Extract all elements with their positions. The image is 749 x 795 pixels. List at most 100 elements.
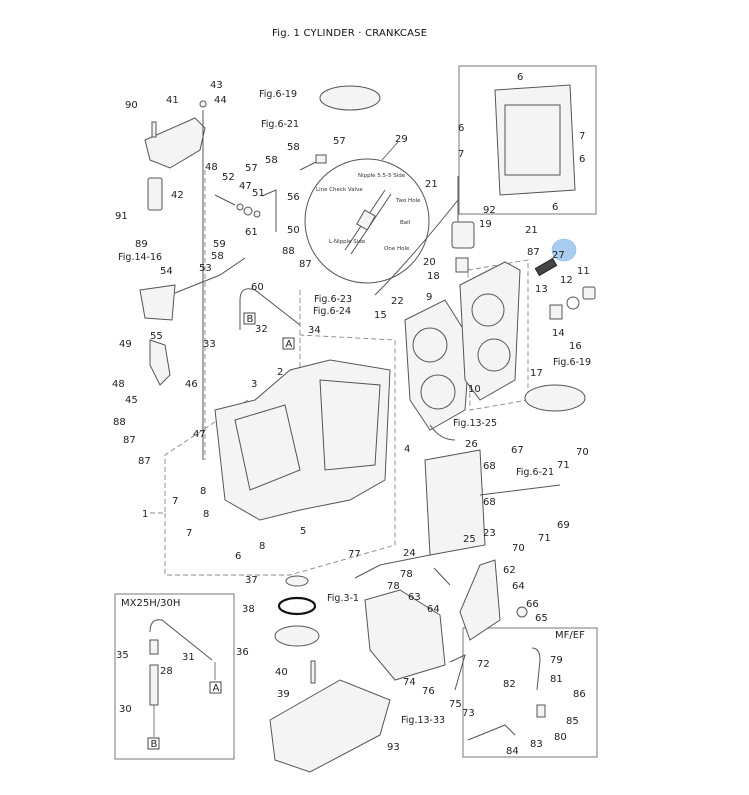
callout-part-46[interactable]: 46 [185, 379, 198, 390]
callout-part-38[interactable]: 38 [242, 604, 255, 615]
callout-part-89[interactable]: 89 [135, 239, 148, 250]
callout-part-40[interactable]: 40 [275, 667, 288, 678]
callout-part-53[interactable]: 53 [199, 263, 212, 274]
callout-part-29[interactable]: 29 [395, 134, 408, 145]
callout-part-79[interactable]: 79 [550, 655, 563, 666]
callout-part-22[interactable]: 22 [391, 296, 404, 307]
callout-part-80[interactable]: 80 [554, 732, 567, 743]
callout-part-88[interactable]: 88 [282, 246, 295, 257]
callout-part-84[interactable]: 84 [506, 746, 519, 757]
callout-part-68[interactable]: 68 [483, 497, 496, 508]
callout-part-8[interactable]: 8 [203, 509, 209, 520]
callout-part-17[interactable]: 17 [530, 368, 543, 379]
callout-part-86[interactable]: 86 [573, 689, 586, 700]
callout-part-78[interactable]: 78 [387, 581, 400, 592]
callout-part-73[interactable]: 73 [462, 708, 475, 719]
callout-part-6[interactable]: 6 [458, 123, 464, 134]
callout-part-4[interactable]: 4 [404, 444, 410, 455]
callout-part-78[interactable]: 78 [400, 569, 413, 580]
ref-fig6-19-right[interactable]: Fig.6-19 [553, 357, 591, 368]
callout-part-59[interactable]: 59 [213, 239, 226, 250]
callout-part-68[interactable]: 68 [483, 461, 496, 472]
ref-fig6-24[interactable]: Fig.6-24 [313, 306, 351, 317]
callout-part-6[interactable]: 6 [579, 154, 585, 165]
callout-part-18[interactable]: 18 [427, 271, 440, 282]
callout-part-91[interactable]: 91 [115, 211, 128, 222]
callout-part-23[interactable]: 23 [483, 528, 496, 539]
callout-part-48[interactable]: 48 [112, 379, 125, 390]
callout-part-32[interactable]: 32 [255, 324, 268, 335]
callout-part-49[interactable]: 49 [119, 339, 132, 350]
callout-part-25[interactable]: 25 [463, 534, 476, 545]
callout-part-41[interactable]: 41 [166, 95, 179, 106]
callout-part-7[interactable]: 7 [186, 528, 192, 539]
callout-part-58[interactable]: 58 [211, 251, 224, 262]
callout-part-21[interactable]: 21 [525, 225, 538, 236]
callout-part-65[interactable]: 65 [535, 613, 548, 624]
callout-part-2[interactable]: 2 [277, 367, 283, 378]
callout-part-12[interactable]: 12 [560, 275, 573, 286]
callout-part-39[interactable]: 39 [277, 689, 290, 700]
callout-part-57[interactable]: 57 [245, 163, 258, 174]
ref-fig14-16[interactable]: Fig.14-16 [118, 252, 162, 263]
callout-part-50[interactable]: 50 [287, 225, 300, 236]
callout-part-87[interactable]: 87 [527, 247, 540, 258]
callout-part-77[interactable]: 77 [348, 549, 361, 560]
callout-part-5[interactable]: 5 [300, 526, 306, 537]
callout-part-71[interactable]: 71 [538, 533, 551, 544]
callout-part-31[interactable]: 31 [182, 652, 195, 663]
callout-part-26[interactable]: 26 [465, 439, 478, 450]
callout-part-62[interactable]: 62 [503, 565, 516, 576]
callout-part-33[interactable]: 33 [203, 339, 216, 350]
callout-part-54[interactable]: 54 [160, 266, 173, 277]
callout-part-64[interactable]: 64 [512, 581, 525, 592]
callout-part-9[interactable]: 9 [426, 292, 432, 303]
callout-part-75[interactable]: 75 [449, 699, 462, 710]
ref-fig13-33[interactable]: Fig.13-33 [401, 715, 445, 726]
callout-part-14[interactable]: 14 [552, 328, 565, 339]
callout-part-21[interactable]: 21 [425, 179, 438, 190]
callout-part-11[interactable]: 11 [577, 266, 590, 277]
callout-part-10[interactable]: 10 [468, 384, 481, 395]
ref-fig13-25[interactable]: Fig.13-25 [453, 418, 497, 429]
ref-fig6-21-top[interactable]: Fig.6-21 [261, 119, 299, 130]
callout-part-16[interactable]: 16 [569, 341, 582, 352]
callout-part-6[interactable]: 6 [517, 72, 523, 83]
callout-part-82[interactable]: 82 [503, 679, 516, 690]
callout-part-71[interactable]: 71 [557, 460, 570, 471]
callout-part-67[interactable]: 67 [511, 445, 524, 456]
callout-part-42[interactable]: 42 [171, 190, 184, 201]
callout-part-37[interactable]: 37 [245, 575, 258, 586]
callout-part-35[interactable]: 35 [116, 650, 129, 661]
callout-part-15[interactable]: 15 [374, 310, 387, 321]
callout-part-51[interactable]: 51 [252, 188, 265, 199]
callout-part-13[interactable]: 13 [535, 284, 548, 295]
callout-part-92[interactable]: 92 [483, 205, 496, 216]
callout-part-55[interactable]: 55 [150, 331, 163, 342]
callout-part-48[interactable]: 48 [205, 162, 218, 173]
callout-part-58[interactable]: 58 [287, 142, 300, 153]
callout-part-74[interactable]: 74 [403, 677, 416, 688]
callout-part-7[interactable]: 7 [172, 496, 178, 507]
callout-part-93[interactable]: 93 [387, 742, 400, 753]
callout-part-69[interactable]: 69 [557, 520, 570, 531]
callout-part-8[interactable]: 8 [259, 541, 265, 552]
callout-part-30[interactable]: 30 [119, 704, 132, 715]
callout-part-83[interactable]: 83 [530, 739, 543, 750]
callout-part-6[interactable]: 6 [235, 551, 241, 562]
callout-part-6[interactable]: 6 [552, 202, 558, 213]
callout-part-27[interactable]: 27 [552, 250, 565, 261]
callout-part-61[interactable]: 61 [245, 227, 258, 238]
callout-part-66[interactable]: 66 [526, 599, 539, 610]
callout-part-8[interactable]: 8 [200, 486, 206, 497]
callout-part-19[interactable]: 19 [479, 219, 492, 230]
callout-part-63[interactable]: 63 [408, 592, 421, 603]
callout-part-70[interactable]: 70 [576, 447, 589, 458]
callout-part-87[interactable]: 87 [299, 259, 312, 270]
callout-part-58[interactable]: 58 [265, 155, 278, 166]
callout-part-90[interactable]: 90 [125, 100, 138, 111]
callout-part-7[interactable]: 7 [579, 131, 585, 142]
callout-part-45[interactable]: 45 [125, 395, 138, 406]
ref-fig6-19-top[interactable]: Fig.6-19 [259, 89, 297, 100]
callout-part-85[interactable]: 85 [566, 716, 579, 727]
